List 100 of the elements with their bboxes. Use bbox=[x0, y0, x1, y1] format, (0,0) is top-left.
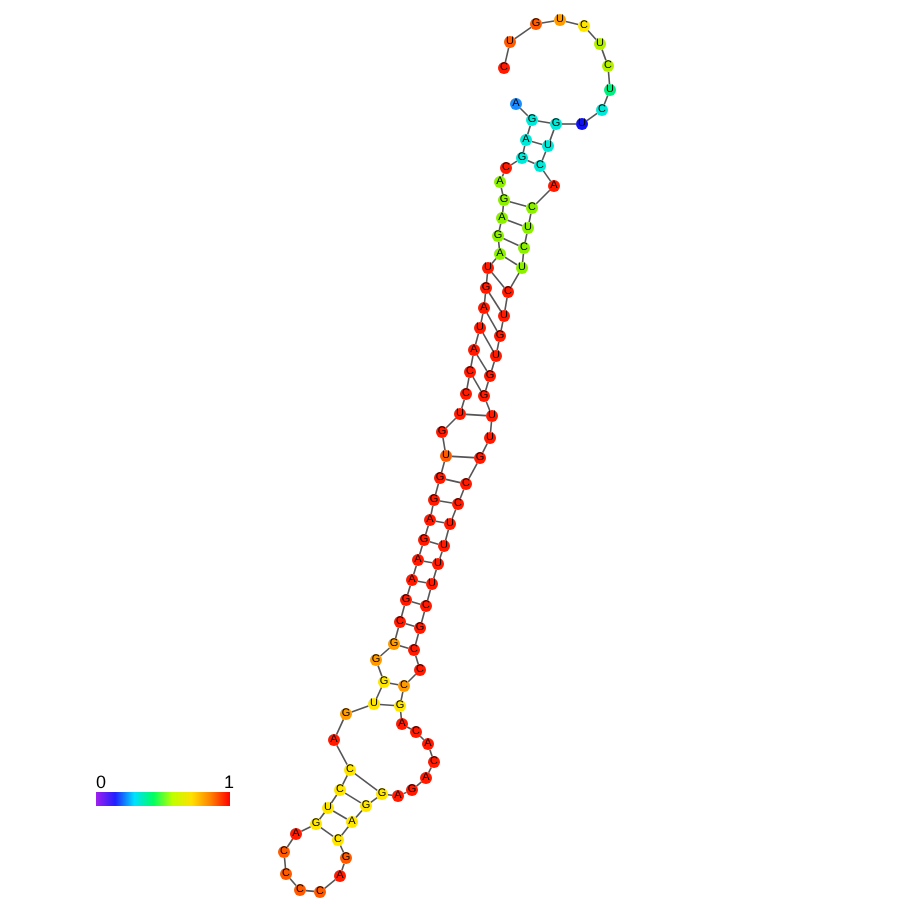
scale-label: 1 bbox=[224, 772, 235, 792]
backbone-line bbox=[504, 297, 508, 311]
backbone-line bbox=[330, 794, 338, 804]
backbone-line bbox=[430, 505, 434, 515]
backbone-line bbox=[480, 313, 484, 323]
base-pair-line bbox=[486, 312, 498, 332]
backbone-line bbox=[434, 483, 440, 495]
base-pair-line bbox=[482, 332, 494, 352]
backbone-line bbox=[501, 205, 505, 213]
backbone-line bbox=[399, 711, 403, 719]
base-pair-line bbox=[398, 644, 410, 650]
base-pair-line bbox=[451, 455, 475, 459]
scale-label: 0 bbox=[96, 772, 107, 792]
backbone-line bbox=[286, 838, 294, 848]
backbone-line bbox=[400, 691, 404, 701]
backbone-line bbox=[370, 796, 378, 804]
base-pair-line bbox=[488, 292, 502, 312]
backbone-line bbox=[444, 529, 450, 541]
backbone-line bbox=[549, 128, 555, 142]
backbone-line bbox=[510, 160, 518, 166]
base-pair-line bbox=[504, 256, 518, 266]
backbone-line bbox=[474, 333, 480, 345]
backbone-line bbox=[542, 170, 552, 182]
backbone-line bbox=[339, 844, 345, 854]
backbone-line bbox=[394, 627, 400, 639]
backbone-line bbox=[400, 605, 406, 617]
backbone-line bbox=[379, 647, 391, 657]
backbone-line bbox=[406, 584, 412, 596]
base-pair-line bbox=[537, 120, 551, 124]
backbone-line bbox=[496, 341, 500, 351]
backbone-line bbox=[375, 686, 383, 700]
backbone-line bbox=[440, 461, 446, 473]
backbone-line bbox=[489, 421, 493, 433]
backbone-line bbox=[485, 273, 489, 283]
base-pair-line bbox=[344, 792, 362, 804]
backbone-line bbox=[318, 812, 326, 820]
backbone-line bbox=[481, 442, 489, 454]
backbone-line bbox=[412, 564, 418, 576]
backbone-line bbox=[432, 568, 438, 580]
backbone-line bbox=[300, 825, 312, 833]
backbone-line bbox=[350, 705, 370, 713]
backbone-line bbox=[429, 748, 433, 758]
base-pair-line bbox=[476, 354, 488, 372]
backbone-line bbox=[535, 189, 551, 205]
backbone-line bbox=[427, 766, 433, 774]
backbone-line bbox=[484, 380, 490, 392]
backbone-line bbox=[460, 398, 466, 410]
backbone-line bbox=[498, 223, 502, 231]
base-pair-line bbox=[526, 159, 536, 165]
backbone-line bbox=[283, 857, 287, 869]
base-pair-line bbox=[320, 826, 334, 838]
backbone-line bbox=[504, 47, 510, 63]
backbone-line bbox=[387, 793, 393, 797]
backbone-line bbox=[466, 377, 470, 389]
backbone-line bbox=[501, 172, 505, 178]
backbone-line bbox=[528, 213, 532, 223]
backbone-line bbox=[607, 71, 611, 85]
backbone-line bbox=[341, 862, 345, 872]
backbone-line bbox=[565, 20, 579, 26]
backbone-line bbox=[587, 29, 597, 41]
base-pair-line bbox=[389, 682, 399, 686]
base-pair-line bbox=[435, 520, 445, 524]
backbone-line bbox=[522, 145, 526, 153]
backbone-line bbox=[500, 187, 504, 195]
backbone-line bbox=[305, 889, 315, 893]
base-pair-line bbox=[417, 580, 427, 584]
backbone-line bbox=[341, 774, 349, 786]
base-pair-line bbox=[445, 478, 461, 484]
base-pair-line bbox=[472, 376, 482, 392]
backbone-line bbox=[519, 107, 529, 117]
backbone-line bbox=[521, 253, 525, 263]
base-pair-line bbox=[423, 560, 433, 564]
backbone-line bbox=[497, 241, 501, 249]
backbone-line bbox=[406, 726, 412, 730]
base-pair-line bbox=[410, 600, 422, 606]
backbone-line bbox=[439, 550, 443, 560]
backbone-line bbox=[402, 791, 408, 795]
base-pair-line bbox=[428, 540, 440, 546]
base-pair-line bbox=[531, 140, 543, 146]
backbone-line bbox=[420, 611, 426, 623]
base-pair-line bbox=[506, 219, 524, 227]
backbone-line bbox=[419, 735, 425, 741]
backbone-line bbox=[323, 878, 337, 890]
base-pair-line bbox=[508, 200, 528, 208]
base-pair-line bbox=[491, 271, 505, 289]
backbone-line bbox=[335, 718, 345, 736]
base-pair-line bbox=[404, 622, 416, 628]
backbone-line bbox=[414, 654, 420, 666]
backbone-line bbox=[424, 524, 430, 536]
backbone-line bbox=[586, 112, 598, 122]
backbone-line bbox=[500, 321, 504, 331]
backbone-line bbox=[442, 437, 446, 451]
base-pair-line bbox=[332, 810, 348, 820]
backbone-line bbox=[510, 272, 520, 288]
backbone-line bbox=[418, 544, 424, 556]
base-pair-line bbox=[439, 500, 453, 504]
base-pair-line bbox=[354, 772, 378, 792]
backbone-line bbox=[414, 633, 420, 645]
backbone-line bbox=[483, 293, 487, 303]
base-pair-line bbox=[465, 413, 487, 417]
